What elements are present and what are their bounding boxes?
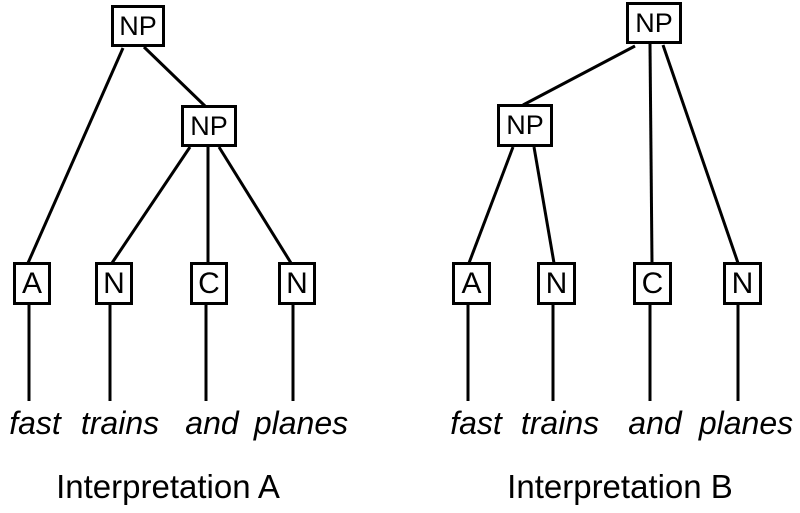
edge-a-inner-to-n1 — [110, 146, 192, 264]
tree-a-root-node: NP — [111, 5, 165, 47]
tree-a-caption: Interpretation A — [56, 468, 280, 505]
tree-b-word-fast: fast — [450, 405, 502, 441]
tree-a-leaf-a-node: A — [13, 262, 51, 305]
edge-b-root-to-n2 — [661, 44, 740, 264]
tree-a-inner-np-node: NP — [181, 105, 237, 147]
tree-b-caption: Interpretation B — [507, 468, 733, 505]
edge-b-root-to-inner-np — [522, 44, 636, 107]
tree-b-leaf-c-node: C — [633, 262, 672, 305]
edge-b-inner-to-n1 — [532, 146, 556, 264]
tree-a-leaf-c-node: C — [190, 262, 228, 305]
edge-b-inner-to-a — [467, 146, 515, 264]
tree-b-leaf-n1-node: N — [537, 262, 576, 305]
edge-a-root-to-a — [26, 47, 125, 264]
tree-a-word-fast: fast — [9, 405, 61, 441]
tree-b-word-and: and — [628, 405, 682, 441]
tree-a-word-trains: trains — [80, 405, 160, 441]
tree-b-word-planes: planes — [698, 405, 794, 441]
tree-b-inner-np-node: NP — [497, 104, 553, 147]
edge-a-inner-to-n2 — [217, 146, 293, 264]
tree-b-edges — [466, 43, 740, 401]
tree-a-leaf-n1-node: N — [95, 262, 133, 305]
tree-b-leaf-n2-node: N — [723, 262, 762, 305]
edge-b-root-to-c — [648, 43, 654, 264]
edge-a-root-to-inner-np — [142, 45, 207, 108]
tree-a-word-planes: planes — [253, 405, 349, 441]
tree-a-edges — [26, 45, 295, 401]
tree-b-root-node: NP — [626, 2, 682, 44]
tree-a-leaf-n2-node: N — [278, 262, 316, 305]
tree-a-word-and: and — [185, 405, 239, 441]
tree-b-leaf-a-node: A — [452, 262, 491, 305]
tree-b-word-trains: trains — [520, 405, 600, 441]
